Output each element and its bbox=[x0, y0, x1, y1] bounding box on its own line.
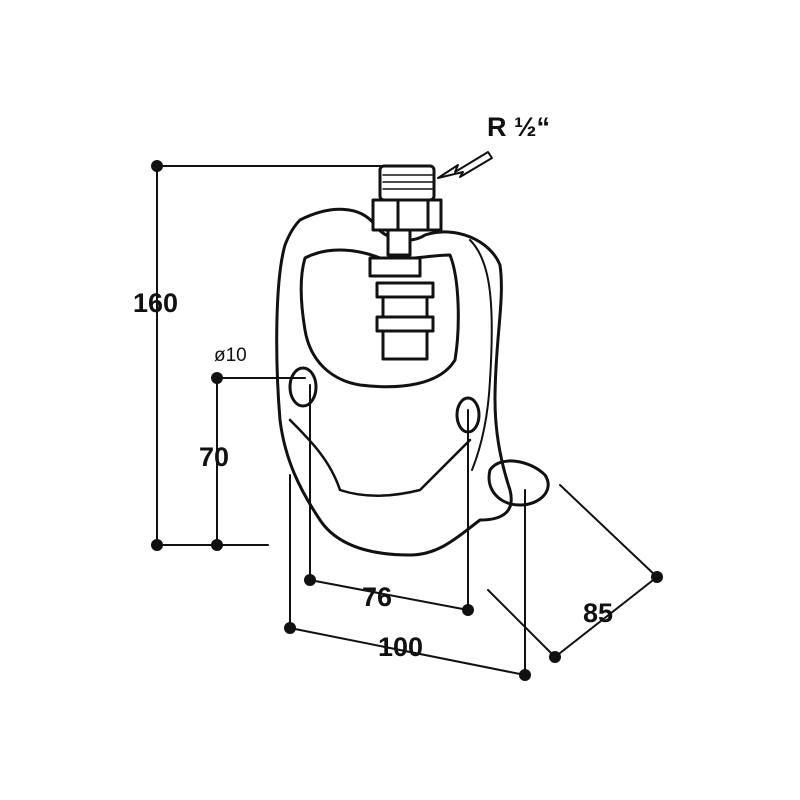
hole-spacing-label: 76 bbox=[362, 582, 393, 612]
bracket-side bbox=[469, 239, 493, 471]
bracket-body bbox=[275, 207, 513, 557]
hole-diameter-label: ø10 bbox=[214, 345, 247, 366]
bracket-lower-edge bbox=[288, 418, 472, 498]
thread-arrow bbox=[437, 151, 493, 179]
dimension-dots bbox=[151, 160, 663, 681]
connection-fitting bbox=[368, 164, 443, 361]
hole-height-label: 70 bbox=[199, 442, 230, 472]
dimension-lines bbox=[156, 165, 658, 676]
mounting-hole-left bbox=[288, 366, 318, 408]
height-dimension-label: 160 bbox=[133, 288, 179, 318]
depth-dimension-label: 85 bbox=[583, 598, 614, 628]
thread-size-label: R ½“ bbox=[487, 112, 551, 142]
width-dimension-label: 100 bbox=[378, 632, 424, 662]
bracket-foot bbox=[487, 459, 550, 507]
mounting-hole-right bbox=[455, 396, 481, 434]
